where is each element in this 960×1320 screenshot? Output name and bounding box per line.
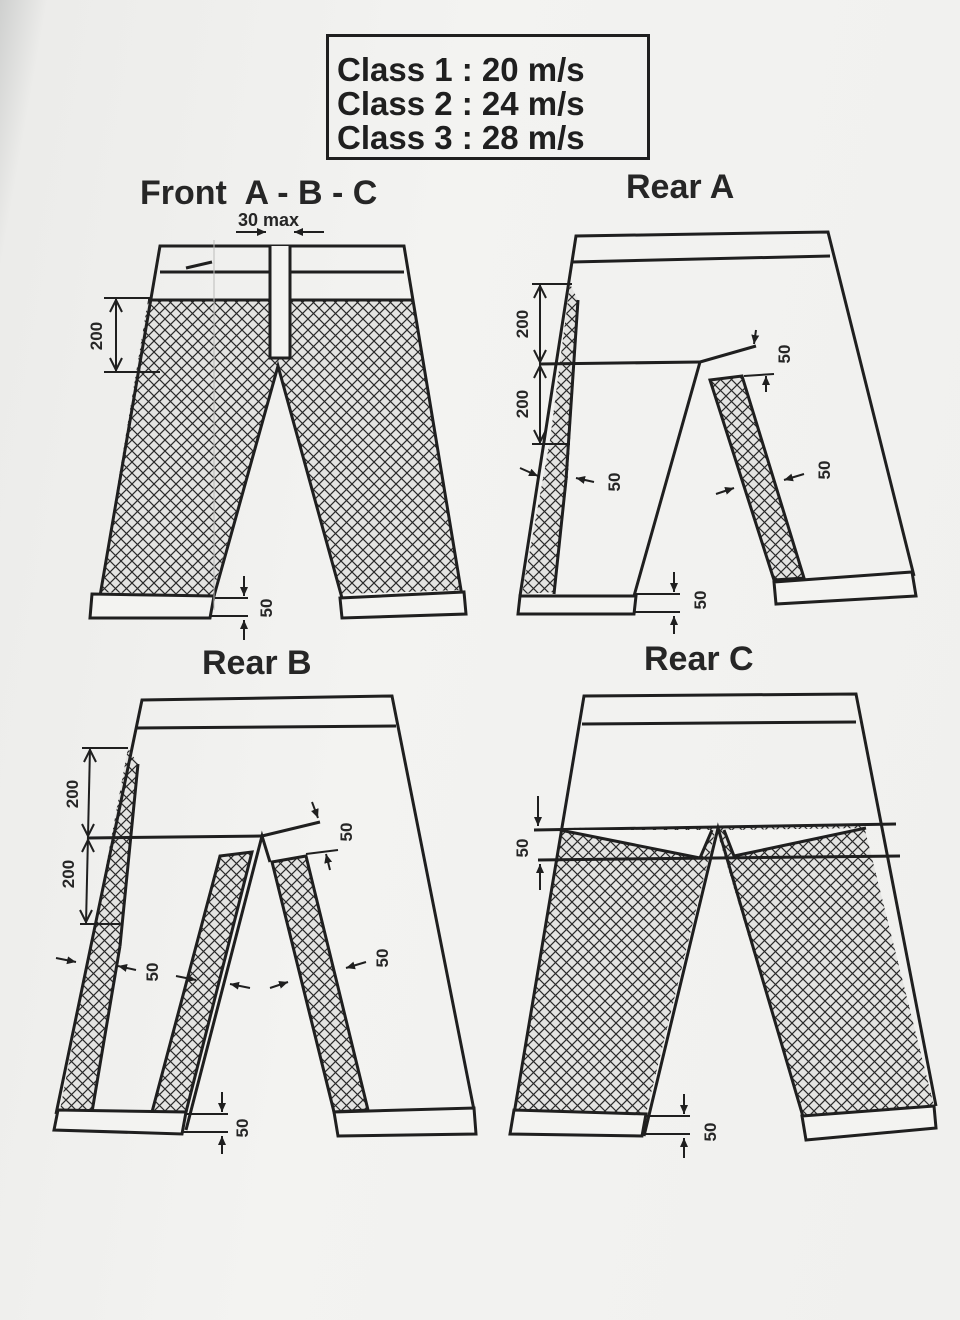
rear-c-dim-50-hem-label: 50 [701, 1123, 720, 1142]
speed-class-legend: Class 1 : 20 m/s Class 2 : 24 m/s Class … [326, 34, 650, 160]
legend-class-2: Class 2 : 24 m/s [337, 85, 585, 122]
rear-c-left-hem [508, 1108, 648, 1138]
rear-b-left-hem [52, 1108, 188, 1136]
rear-b-trouser-outline [54, 694, 476, 1115]
rear-a-dim-50-hem-label: 50 [691, 591, 710, 610]
front-crotch [212, 360, 344, 599]
rear-a-crotch [632, 344, 757, 597]
rear-c-crotch [642, 822, 806, 1137]
rear-b-dim-200-bottom-label: 200 [59, 860, 78, 888]
rear-c-mesh-zone [516, 826, 934, 1116]
rear-c-lower-line [537, 854, 901, 862]
rear-a-left-mesh [522, 284, 578, 594]
rear-b-title: Rear B [202, 644, 312, 682]
front-title: Front A - B - C [140, 174, 377, 212]
front-dim-200-label: 200 [87, 322, 106, 350]
rear-a-dim-50-top-label: 50 [775, 345, 794, 364]
rear-c-left-wedge [559, 828, 714, 860]
rear-c-top-line [533, 822, 897, 832]
rear-b-dim-200-top-label: 200 [63, 780, 82, 808]
rear-c-title: Rear C [644, 640, 754, 678]
rear-a-trouser-outline [518, 230, 916, 597]
rear-b-panel [52, 694, 478, 1154]
front-fly [268, 246, 292, 360]
rear-b-dim-50-top-label: 50 [337, 823, 356, 842]
rear-a-dim-200-bottom-label: 200 [513, 390, 532, 418]
front-left-hem [88, 592, 216, 620]
rear-c-trouser-outline [512, 692, 938, 1115]
rear-b-seat-line [87, 834, 263, 840]
rear-c-waistband-line [581, 720, 857, 726]
rear-c-right-hem [800, 1104, 938, 1142]
legend-class-1: Class 1 : 20 m/s [337, 51, 585, 88]
rear-a-waistband-line [571, 254, 831, 264]
rear-b-right-strip [270, 854, 370, 1114]
rear-a-dim-200-top-label: 200 [513, 310, 532, 338]
rear-a-right-hem [772, 570, 918, 606]
rear-c-panel [508, 692, 938, 1158]
front-mesh-zone [100, 300, 462, 596]
rear-a-right-mesh-strip [708, 374, 806, 582]
rear-a-dim-50-left-label: 50 [605, 473, 624, 492]
rear-b-dim-50-left-label: 50 [143, 963, 162, 982]
rear-c-dim-50-top-label: 50 [513, 839, 532, 858]
front-right-hem [338, 590, 468, 620]
rear-a-dim-50-strip-label: 50 [815, 461, 834, 480]
legend-class-3: Class 3 : 28 m/s [337, 119, 585, 156]
rear-a-seat-line [539, 360, 701, 366]
rear-b-right-hem [332, 1106, 478, 1138]
front-dim-30-label: 30 max [238, 210, 299, 230]
front-dim-50-label: 50 [257, 599, 276, 618]
rear-c-right-wedge [722, 826, 867, 858]
rear-a-panel [516, 230, 918, 634]
rear-b-dim-50-strip-label: 50 [373, 949, 392, 968]
rear-a-left-hem [516, 594, 638, 616]
front-panel [88, 228, 468, 640]
rear-b-waistband-line [135, 724, 397, 730]
rear-b-dim-50-hem-label: 50 [233, 1119, 252, 1138]
rear-a-title: Rear A [626, 168, 734, 206]
